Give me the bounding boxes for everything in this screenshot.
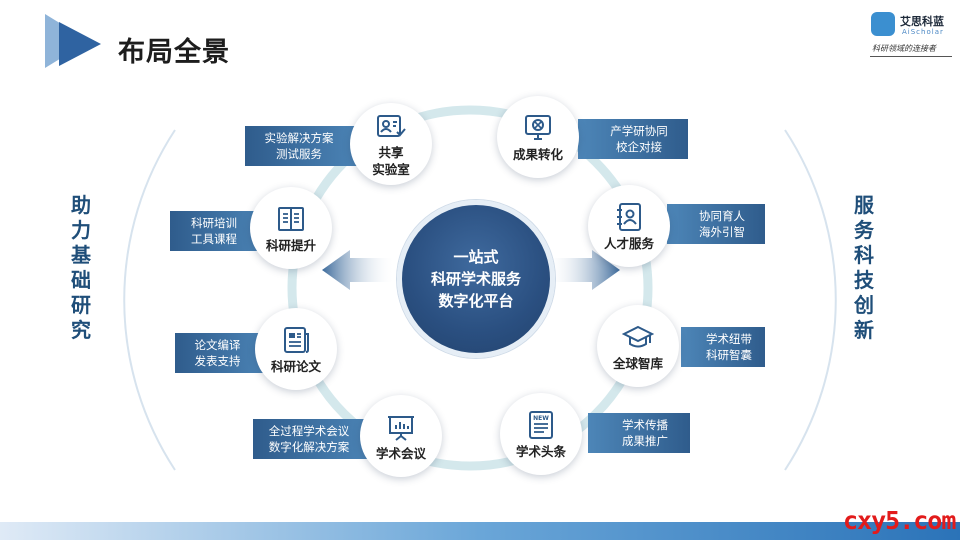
brand-slogan: 科研领域的连接者	[872, 44, 936, 53]
node-label-line: 学术头条	[515, 443, 566, 459]
graduation-cap-icon	[622, 325, 654, 347]
tag-line: 海外引智	[699, 225, 745, 239]
node-achievement-transfer[interactable]: 成果转化	[497, 96, 579, 178]
tag-line: 校企对接	[616, 140, 662, 154]
node-label-line: 学术会议	[375, 445, 426, 461]
tag-line: 协同育人	[699, 209, 745, 223]
news-badge-text: NEW	[533, 415, 549, 422]
page-title: 布局全景	[118, 37, 230, 68]
brand-name: 艾思科蓝	[900, 15, 944, 28]
tag-line: 实验解决方案	[264, 131, 334, 145]
node-label-line: 全球智库	[612, 355, 663, 371]
node-academic-headlines[interactable]: NEW 学术头条	[500, 393, 582, 475]
tag-line: 测试服务	[276, 147, 322, 161]
center-platform-circle: 一站式 科研学术服务 数字化平台	[397, 200, 555, 358]
tag-lab: 实验解决方案 测试服务	[245, 126, 365, 166]
tag-news: 学术传播 成果推广	[588, 413, 690, 453]
center-line: 科研学术服务	[430, 270, 521, 288]
node-research-training[interactable]: 科研提升	[250, 187, 332, 269]
tag-line: 科研培训	[191, 216, 237, 230]
presentation-board-icon	[388, 415, 414, 441]
side-char: 力	[71, 218, 91, 242]
watermark-text: cxy5.com	[843, 506, 956, 535]
tag-talent: 协同育人 海外引智	[667, 204, 765, 244]
tag-line: 工具课程	[191, 232, 237, 246]
side-text-left: 助 力 基 础 研 究	[69, 193, 93, 343]
side-char: 创	[854, 293, 874, 317]
node-global-think-tank[interactable]: 全球智库	[597, 305, 679, 387]
id-card-check-icon	[377, 115, 406, 137]
tag-think-tank: 学术纽带 科研智囊	[681, 327, 765, 367]
brand-sub: AiScholar	[902, 28, 944, 36]
node-label: 科研提升	[266, 237, 316, 254]
node-label: 学术会议	[376, 445, 426, 462]
arrow-left	[322, 250, 395, 290]
node-label-line: 科研提升	[265, 237, 316, 253]
node-research-paper[interactable]: 科研论文	[255, 308, 337, 390]
brand-logo-icon	[871, 12, 895, 36]
document-icon	[284, 326, 309, 353]
node-label: 共享 实验室	[372, 144, 410, 178]
side-char: 新	[854, 318, 874, 342]
tag-line: 论文编译	[194, 338, 241, 352]
node-label-line: 成果转化	[512, 146, 563, 162]
tag-line: 全过程学术会议	[268, 424, 350, 438]
node-label: 学术头条	[516, 443, 566, 460]
address-book-icon	[617, 202, 641, 231]
tag-line: 科研智囊	[706, 348, 752, 362]
node-label-line: 人才服务	[603, 235, 654, 251]
side-char: 础	[71, 268, 91, 292]
title-arrow-icon	[45, 14, 101, 68]
node-label: 人才服务	[604, 235, 654, 252]
side-char: 务	[854, 218, 874, 242]
tag-line: 学术传播	[622, 418, 668, 432]
node-label: 科研论文	[271, 358, 321, 375]
brand-logo-block: 艾思科蓝 AiScholar 科研领域的连接者	[850, 10, 955, 65]
center-line: 一站式	[453, 248, 499, 266]
brand-underline	[870, 56, 952, 57]
side-char: 基	[71, 243, 91, 267]
book-icon	[278, 206, 304, 231]
node-label-line: 实验室	[372, 162, 410, 177]
side-char: 技	[854, 268, 874, 292]
center-line: 数字化平台	[438, 292, 514, 310]
node-shared-lab[interactable]: 共享 实验室	[350, 103, 432, 185]
node-talent-service[interactable]: 人才服务	[588, 185, 670, 267]
tag-line: 数字化解决方案	[268, 440, 350, 454]
side-char: 科	[854, 243, 874, 267]
side-char: 服	[854, 193, 874, 217]
tag-line: 发表支持	[194, 354, 241, 368]
bottom-decor-bar	[0, 522, 960, 540]
arrow-right	[547, 250, 620, 290]
newspaper-icon: NEW	[529, 410, 553, 439]
side-text-right: 服 务 科 技 创 新	[852, 193, 876, 343]
monitor-icon	[525, 114, 551, 140]
node-label: 全球智库	[613, 355, 663, 372]
tag-line: 学术纽带	[706, 332, 752, 346]
tag-line: 成果推广	[622, 434, 668, 448]
node-label: 成果转化	[513, 146, 563, 163]
side-char: 助	[71, 193, 91, 217]
side-char: 究	[71, 318, 91, 342]
tag-transfer: 产学研协同 校企对接	[578, 119, 688, 159]
side-char: 研	[71, 293, 91, 317]
tag-conference: 全过程学术会议 数字化解决方案	[253, 419, 377, 459]
node-academic-conference[interactable]: 学术会议	[360, 395, 442, 477]
node-label-line: 共享	[378, 145, 404, 160]
tag-line: 产学研协同	[610, 124, 668, 138]
node-label-line: 科研论文	[270, 358, 321, 374]
